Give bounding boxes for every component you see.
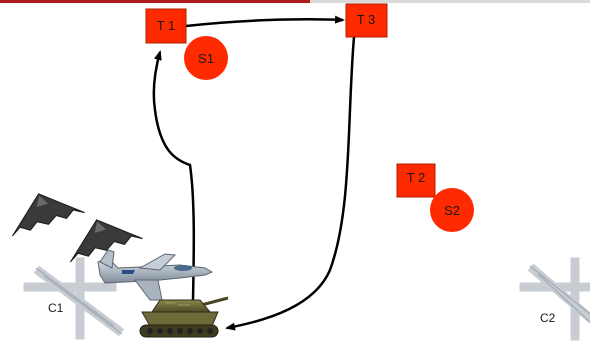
checkpoint-c1-label: C1 [48, 301, 64, 315]
barrier-icon [23, 257, 125, 340]
checkpoint-c1[interactable]: C1 [23, 257, 125, 340]
barrier-icon [519, 257, 590, 341]
tank-icon[interactable] [139, 296, 229, 338]
stealth-bomber-icon[interactable] [2, 182, 85, 237]
target-t1[interactable]: T 1 [145, 8, 187, 44]
target-t3[interactable]: T 3 [345, 3, 388, 38]
target-t1-label: T 1 [157, 18, 176, 33]
checkpoint-c2-label: C2 [540, 311, 556, 325]
target-t2-label: T 2 [407, 170, 426, 185]
stealth-bomber-icon[interactable] [60, 208, 143, 263]
target-t3-label: T 3 [357, 12, 376, 27]
checkpoint-c2[interactable]: C2 [519, 257, 590, 341]
site-s1[interactable]: S1 [184, 36, 228, 80]
fighter-jet-icon[interactable] [97, 249, 214, 301]
target-t2[interactable]: T 2 [396, 163, 436, 198]
header-rule [310, 0, 590, 3]
site-s2-label: S2 [444, 203, 460, 218]
route-t3-to-tank [225, 36, 356, 331]
route-tank-to-t1 [152, 50, 196, 301]
header-accent-bar [0, 0, 310, 3]
site-s1-label: S1 [198, 51, 214, 66]
route-t1-to-t3 [185, 15, 345, 28]
site-s2[interactable]: S2 [430, 188, 474, 232]
